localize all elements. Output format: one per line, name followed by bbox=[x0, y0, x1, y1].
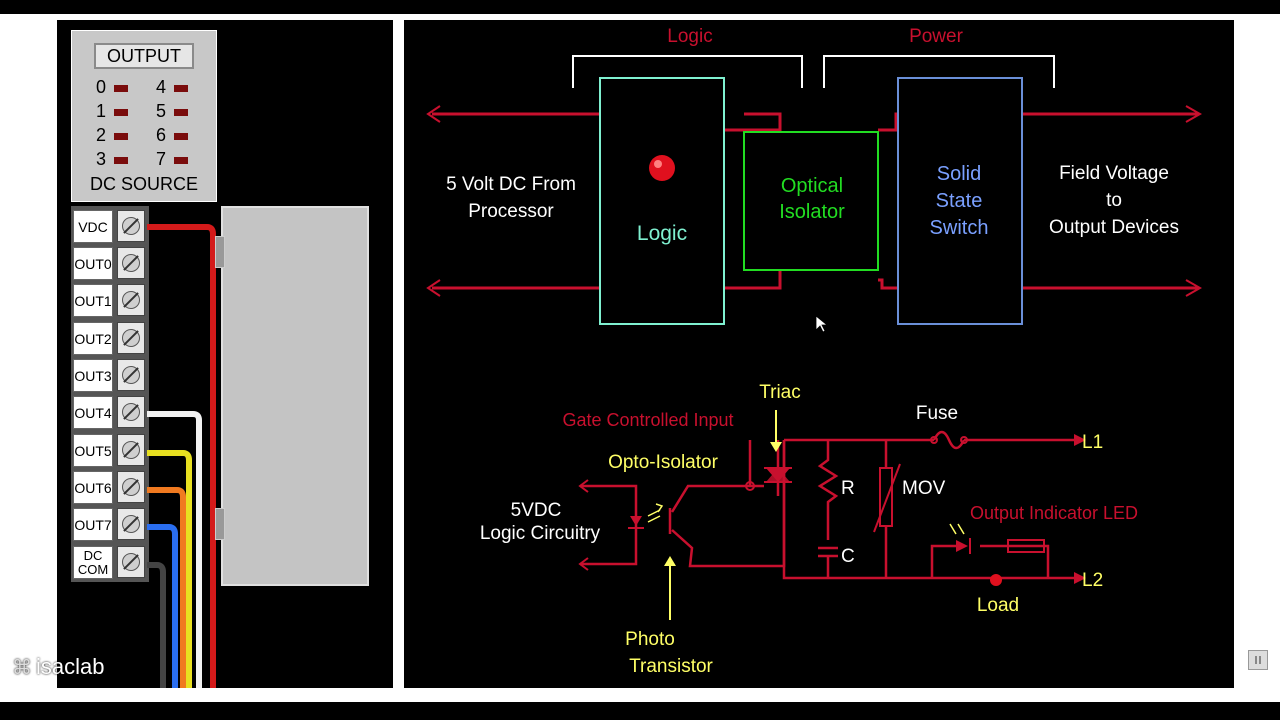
led-icon bbox=[174, 84, 188, 92]
fuse-icon bbox=[932, 430, 966, 450]
switch-label-1: Solid bbox=[937, 163, 981, 185]
led-indicator-1: 1 bbox=[96, 101, 128, 122]
gate-input-label: Gate Controlled Input bbox=[562, 410, 733, 430]
screw-terminal-icon[interactable] bbox=[117, 322, 145, 354]
output-label-1: Field Voltage bbox=[1059, 163, 1169, 184]
cover-hinge bbox=[215, 236, 225, 268]
switch-label-2: State bbox=[936, 190, 983, 212]
header-power: Power bbox=[909, 26, 964, 47]
output-title: OUTPUT bbox=[94, 43, 194, 69]
led-indicator-6: 6 bbox=[156, 125, 188, 146]
terminal-block: VDC OUT0 OUT1 OUT2 OUT3 OUT4 OUT5 OUT6 O… bbox=[71, 206, 149, 582]
led-indicator-2: 2 bbox=[96, 125, 128, 146]
dc-source-label: DC SOURCE bbox=[89, 174, 198, 194]
terminal-label-vdc: VDC bbox=[73, 210, 113, 243]
terminal-label-out4: OUT4 bbox=[73, 396, 113, 429]
terminal-label-dc-com: DC COM bbox=[73, 546, 113, 579]
screw-terminal-icon[interactable] bbox=[117, 434, 145, 466]
mov-label: MOV bbox=[902, 478, 946, 499]
fuse-label: Fuse bbox=[916, 403, 958, 424]
l2-label: L2 bbox=[1082, 570, 1103, 591]
screw-terminal-icon[interactable] bbox=[117, 210, 145, 242]
led-icon bbox=[174, 156, 188, 164]
triac-label: Triac bbox=[759, 382, 801, 403]
watermark-logo-icon: ⌘ bbox=[12, 657, 32, 679]
led-icon bbox=[114, 84, 128, 92]
bottom-letterbox bbox=[0, 702, 1280, 720]
optical-isolator-box bbox=[743, 131, 879, 271]
terminal-label-out0: OUT0 bbox=[73, 247, 113, 280]
solid-state-switch-box bbox=[897, 77, 1023, 325]
mouse-cursor-icon bbox=[815, 315, 829, 333]
opto-isolator-label: Opto-Isolator bbox=[608, 452, 718, 473]
cover-hinge bbox=[215, 508, 225, 540]
opto-led-icon bbox=[630, 516, 642, 526]
screw-terminal-icon[interactable] bbox=[117, 546, 145, 578]
logic-bracket bbox=[572, 55, 803, 88]
plc-output-module-panel: OUTPUT 0 1 2 3 4 5 6 7 DC SOURCE VDC OUT… bbox=[57, 20, 393, 688]
led-icon bbox=[114, 156, 128, 164]
led-indicator-4: 4 bbox=[156, 77, 188, 98]
mov-icon bbox=[879, 467, 893, 527]
led-indicator-3: 3 bbox=[96, 149, 128, 170]
led-indicator-0: 0 bbox=[96, 77, 128, 98]
led-icon bbox=[174, 132, 188, 140]
led-icon bbox=[114, 108, 128, 116]
header-logic: Logic bbox=[667, 26, 712, 47]
output-circuit-diagram: Logic Power Logic Optical Isolator Solid… bbox=[404, 20, 1234, 688]
terminal-wires bbox=[147, 224, 216, 688]
terminal-label-out2: OUT2 bbox=[73, 322, 113, 355]
optical-label-2: Isolator bbox=[779, 201, 845, 223]
terminal-label-out6: OUT6 bbox=[73, 471, 113, 504]
signal-lines bbox=[426, 105, 1203, 297]
led-icon bbox=[174, 108, 188, 116]
pause-button[interactable] bbox=[1248, 650, 1268, 670]
resistor-r-label: R bbox=[841, 478, 855, 499]
output-label-3: Output Devices bbox=[1049, 217, 1179, 238]
input-label-1: 5 Volt DC From bbox=[446, 174, 576, 195]
watermark: ⌘isaclab bbox=[12, 654, 105, 679]
logic-box bbox=[599, 77, 725, 325]
terminal-label-out5: OUT5 bbox=[73, 434, 113, 467]
output-module-face: OUTPUT 0 1 2 3 4 5 6 7 DC SOURCE bbox=[71, 30, 217, 202]
terminal-label-out1: OUT1 bbox=[73, 284, 113, 317]
photo-label-1: Photo bbox=[625, 629, 675, 650]
indicator-led-icon bbox=[956, 540, 968, 552]
load-label: Load bbox=[977, 595, 1019, 616]
led-indicator-5: 5 bbox=[156, 101, 188, 122]
screw-terminal-icon[interactable] bbox=[117, 359, 145, 391]
l1-label: L1 bbox=[1082, 432, 1103, 453]
resistor-icon bbox=[1007, 539, 1045, 553]
screw-terminal-icon[interactable] bbox=[117, 508, 145, 540]
screw-terminal-icon[interactable] bbox=[117, 247, 145, 279]
screw-terminal-icon[interactable] bbox=[117, 284, 145, 316]
capacitor-c-label: C bbox=[841, 546, 855, 567]
terminal-label-out7: OUT7 bbox=[73, 508, 113, 541]
screw-terminal-icon[interactable] bbox=[117, 396, 145, 428]
terminal-label-out3: OUT3 bbox=[73, 359, 113, 392]
optical-label-1: Optical bbox=[781, 175, 843, 197]
power-bracket bbox=[823, 55, 1055, 88]
top-letterbox bbox=[0, 0, 1280, 14]
logic-led-icon bbox=[649, 155, 675, 181]
load-icon bbox=[990, 574, 1002, 586]
photo-label-2: Transistor bbox=[629, 656, 713, 677]
vdc-label-2: Logic Circuitry bbox=[480, 523, 601, 544]
vdc-label-1: 5VDC bbox=[511, 500, 562, 521]
logic-box-label: Logic bbox=[637, 222, 687, 245]
output-label-2: to bbox=[1106, 190, 1122, 211]
indicator-led-label: Output Indicator LED bbox=[970, 503, 1138, 523]
screw-terminal-icon[interactable] bbox=[117, 471, 145, 503]
module-cover-door[interactable] bbox=[221, 206, 369, 586]
led-indicator-7: 7 bbox=[156, 149, 188, 170]
switch-label-3: Switch bbox=[930, 217, 989, 239]
led-icon bbox=[114, 132, 128, 140]
input-label-2: Processor bbox=[468, 201, 554, 222]
